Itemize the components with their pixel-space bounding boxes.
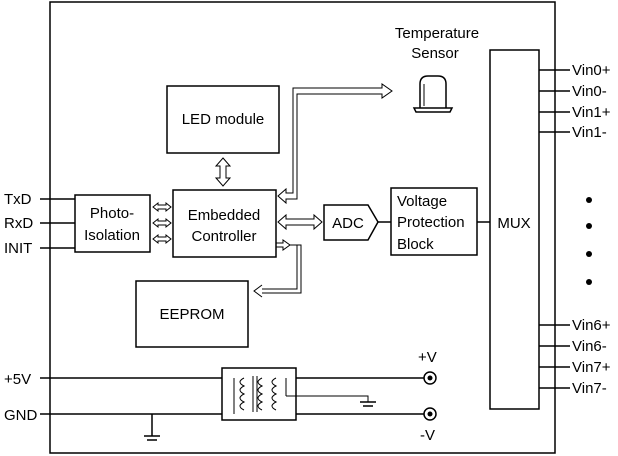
vin0-minus-label: Vin0-	[572, 83, 607, 100]
svg-text:Controller: Controller	[191, 228, 256, 245]
gnd-label: GND	[4, 407, 38, 424]
eeprom-block: EEPROM	[135, 280, 249, 348]
thermometer-icon	[412, 75, 454, 113]
mux-block: MUX	[489, 49, 540, 410]
photo-isolation-block: Photo- Isolation	[74, 194, 151, 253]
dc-dc-transformer	[221, 367, 297, 421]
led-module-block: LED module	[166, 85, 280, 154]
plus-v-label: +V	[418, 349, 437, 366]
module-boundary	[49, 1, 556, 454]
vin6-minus-label: Vin6-	[572, 338, 607, 355]
embedded-controller-block: Embedded Controller	[172, 189, 277, 258]
svg-text:Protection: Protection	[397, 214, 465, 231]
vin0-plus-label: Vin0+	[572, 62, 611, 79]
left-signal-lines	[40, 198, 75, 249]
svg-text:Voltage: Voltage	[397, 193, 447, 210]
vin6-plus-label: Vin6+	[572, 317, 611, 334]
svg-text:Isolation: Isolation	[84, 227, 140, 244]
controller-adc-link	[277, 213, 323, 231]
isolation-controller-links	[152, 201, 172, 245]
init-label: INIT	[4, 240, 32, 257]
mux-input-lines	[539, 69, 570, 389]
vin1-minus-label: Vin1-	[572, 124, 607, 141]
svg-text:EEPROM: EEPROM	[159, 306, 224, 323]
controller-temperature-link	[277, 83, 393, 205]
rxd-label: RxD	[4, 215, 33, 232]
vin7-minus-label: Vin7-	[572, 380, 607, 397]
controller-eeprom-link	[253, 239, 302, 298]
temperature-sensor-label-1: Temperature	[395, 25, 479, 42]
voltage-protection-block: Voltage Protection Block	[390, 187, 478, 256]
vin7-plus-label: Vin7+	[572, 359, 611, 376]
adc-block: ADC	[323, 204, 379, 241]
ellipsis-dots	[586, 197, 592, 285]
ground-symbol-left	[144, 414, 160, 441]
minus-v-terminal	[423, 407, 437, 421]
svg-text:LED module: LED module	[182, 111, 265, 128]
ground-symbol-right	[286, 395, 376, 407]
plus5v-label: +5V	[4, 371, 31, 388]
vin1-plus-label: Vin1+	[572, 104, 611, 121]
svg-text:ADC: ADC	[332, 215, 364, 232]
minus-v-label: -V	[420, 427, 435, 444]
txd-label: TxD	[4, 191, 32, 208]
svg-text:Photo-: Photo-	[90, 205, 134, 222]
temperature-sensor-label-2: Sensor	[411, 45, 459, 62]
led-controller-link	[214, 157, 232, 187]
svg-text:Block: Block	[397, 236, 434, 253]
plus-v-terminal	[423, 371, 437, 385]
svg-text:Embedded: Embedded	[188, 207, 261, 224]
svg-text:MUX: MUX	[497, 215, 530, 232]
